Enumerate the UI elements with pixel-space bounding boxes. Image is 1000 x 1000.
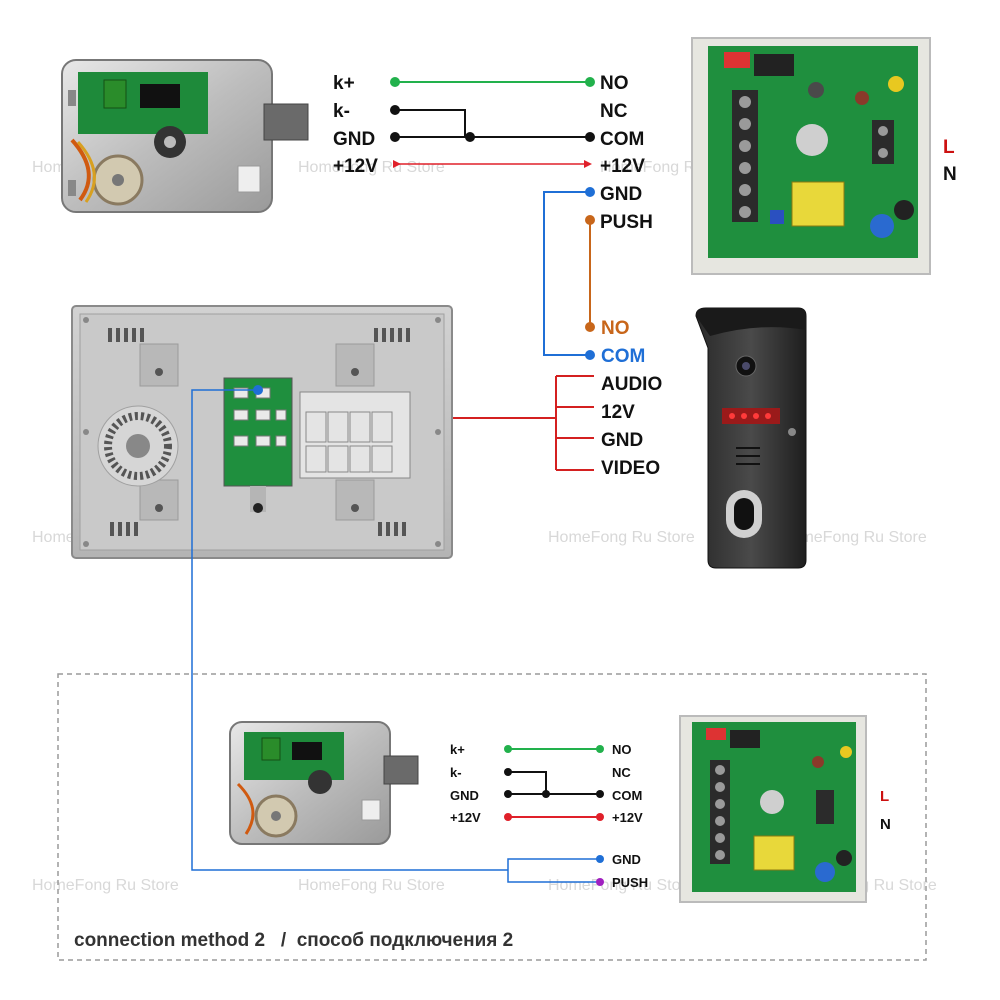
terminal-label-no: NO [612, 742, 632, 757]
mains-label-n: N [880, 816, 891, 833]
wire-dot [585, 132, 595, 142]
wire-dot [390, 77, 400, 87]
terminal-label-12v: +12V [612, 810, 643, 825]
door-terminal-no: NO [601, 318, 630, 339]
wire-dot [390, 132, 400, 142]
terminal-label-gnd: GND [612, 852, 641, 867]
mains-label-l: L [943, 137, 955, 158]
terminal-label-video: VIDEO [601, 458, 660, 479]
wire-dot [390, 105, 400, 115]
terminal-label-no: NO [600, 73, 629, 94]
terminal-label-kplus: k+ [450, 742, 465, 757]
wire-dot [585, 77, 595, 87]
terminal-label-push: PUSH [600, 212, 653, 233]
method2-wires [504, 745, 604, 886]
wire-kminus [395, 109, 466, 137]
top-lock-terminals: k+ k- GND +12V [333, 73, 378, 177]
terminal-label-kminus: k- [333, 101, 350, 122]
watermark-text: HomeFong Ru Store [548, 529, 695, 546]
electric-lock-bottom [229, 721, 419, 845]
terminal-label-12v: 12V [601, 402, 635, 423]
wire-gnd-com-blue [543, 191, 590, 356]
watermark-text: HomeFong Ru Store [32, 877, 179, 894]
method2-caption: connection method 2 / способ подключения… [74, 930, 513, 951]
terminal-label-push: PUSH [612, 875, 648, 890]
mains-label-n: N [943, 164, 957, 185]
power-supply-top [691, 37, 931, 275]
mains-label-l: L [880, 788, 889, 805]
terminal-label-nc: NC [600, 101, 628, 122]
method2-box [57, 673, 927, 961]
terminal-label-audio: AUDIO [601, 374, 662, 395]
method2-lock-terminals: k+ k- GND +12V [450, 742, 481, 825]
terminal-label-com: COM [612, 788, 642, 803]
terminal-label-com: COM [600, 129, 644, 150]
watermark-text: HomeFong Ru Store [780, 529, 927, 546]
terminal-label-12v: +12V [450, 810, 481, 825]
terminal-label-gnd: GND [333, 129, 375, 150]
terminal-label-gnd: GND [450, 788, 479, 803]
top-lock-wires [390, 77, 595, 168]
method2-power-terminals: NO NC COM +12V GND PUSH [612, 742, 648, 890]
power-supply-bottom [679, 715, 867, 903]
wire-monitor-unlock-blue [191, 389, 508, 871]
terminal-label-12v: +12V [333, 156, 378, 177]
top-power-terminals: NO NC COM +12V GND PUSH [600, 73, 653, 233]
door-video-terminals: AUDIO 12V GND VIDEO [601, 374, 662, 479]
terminal-label-kminus: k- [450, 765, 462, 780]
monitor-back [71, 305, 453, 559]
terminal-label-12v: +12V [600, 156, 645, 177]
door-terminal-com: COM [601, 346, 645, 367]
junction-dot [465, 132, 475, 142]
electric-lock-top [61, 59, 309, 213]
terminal-label-gnd: GND [601, 430, 643, 451]
watermark-text: HomeFong Ru Store [298, 877, 445, 894]
terminal-label-kplus: k+ [333, 73, 355, 94]
terminal-label-nc: NC [612, 765, 631, 780]
terminal-label-gnd: GND [600, 184, 642, 205]
door-camera [695, 307, 807, 569]
exit-button-wires [543, 187, 595, 360]
